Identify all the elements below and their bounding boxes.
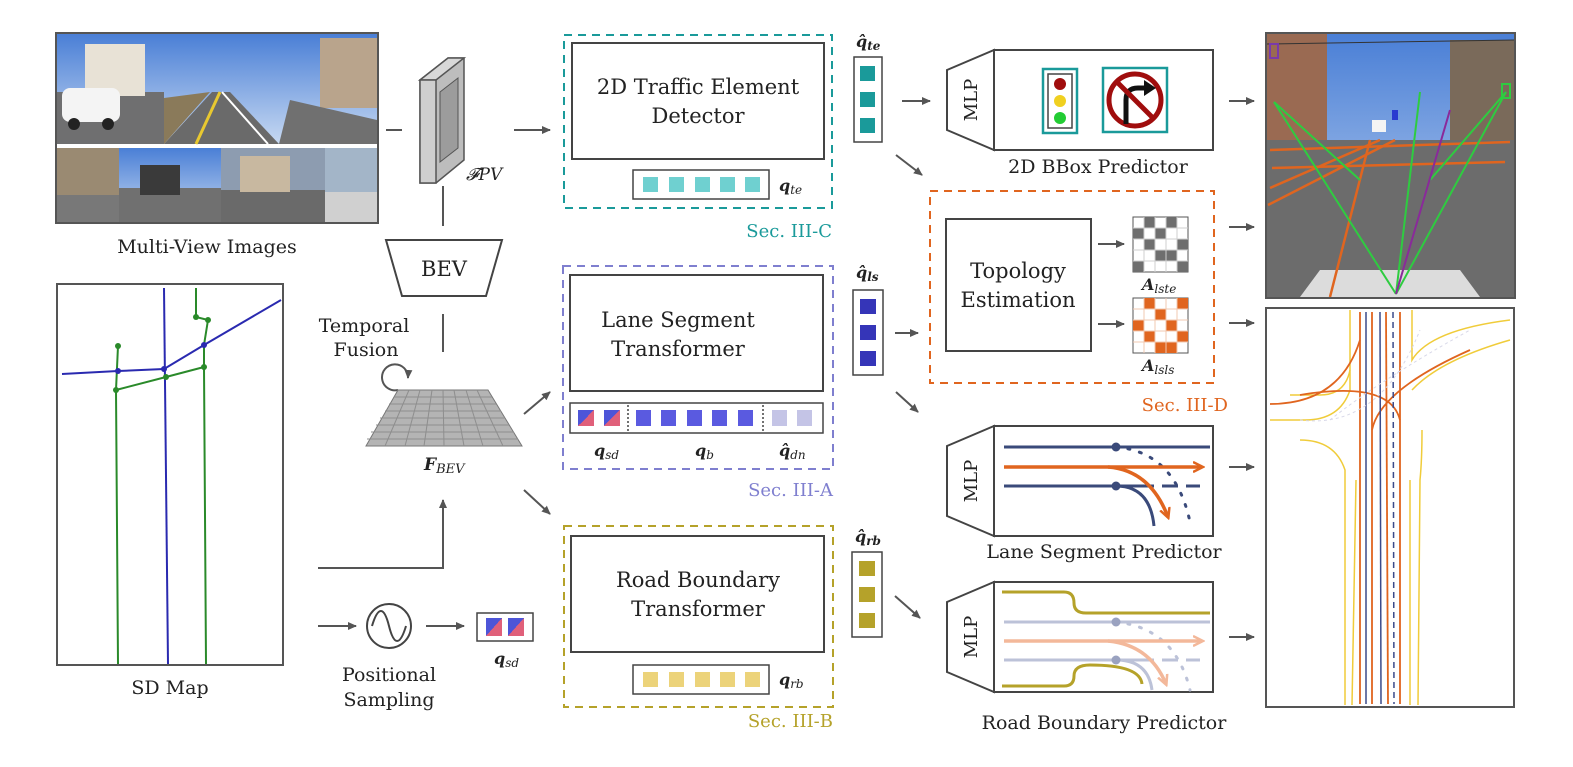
lane-predictor [946, 424, 1214, 538]
te-title-1: 2D Traffic Element [597, 75, 800, 99]
lsls-matrix [1132, 297, 1189, 354]
temporal-label-1: Temporal [319, 315, 410, 337]
no-right-turn-sign-icon [1101, 66, 1169, 134]
lste-matrix [1132, 216, 1189, 273]
topo-title-2: Estimation [960, 288, 1075, 312]
topo-title-1: Topology [970, 259, 1066, 283]
te-module [563, 34, 833, 209]
positional-label-2: Sampling [343, 689, 434, 711]
temporal-label-2: Fusion [334, 339, 399, 361]
ls-out-queries [852, 289, 884, 376]
camera-front-left [57, 34, 164, 144]
rb-out-label: q̂rb [855, 527, 881, 548]
bev-result-map [1265, 307, 1515, 708]
temporal-loop-arrow [381, 363, 413, 392]
rb-module [563, 525, 834, 708]
rb-section-label: Sec. III-B [748, 711, 833, 732]
te-query-label: qte [779, 176, 802, 197]
ls-qb-label: qb [695, 441, 714, 462]
ls-module [562, 265, 834, 470]
te-title-2: Detector [651, 104, 745, 128]
bev-grid [365, 389, 523, 447]
ls-qdn-label: q̂dn [779, 441, 806, 462]
qsd-label: qsd [494, 649, 519, 670]
bev-label: BEV [421, 257, 468, 281]
te-out-label: q̂te [856, 32, 881, 53]
rb-title-2: Transformer [631, 597, 766, 621]
topo-section-label: Sec. III-D [1142, 395, 1228, 416]
lane-mlp-label: MLP [961, 460, 982, 503]
bev-to-rb-arrow [523, 489, 551, 515]
rb-to-road-arrow [894, 595, 921, 619]
te-to-topo-arrow [895, 154, 923, 176]
te-out-queries [853, 56, 883, 143]
camera-back [119, 148, 221, 222]
rb-title-1: Road Boundary [616, 568, 780, 592]
bbox-predictor-label: 2D BBox Predictor [1008, 156, 1189, 178]
topo-module [929, 190, 1215, 384]
qsd-tokens [476, 612, 534, 642]
camera-front-right [279, 34, 377, 144]
bbox-mlp-label: MLP [961, 79, 982, 122]
camera-back-right [221, 148, 325, 222]
ls-section-label: Sec. III-A [748, 480, 834, 501]
lste-label: Alste [1140, 275, 1176, 296]
rb-out-queries [851, 551, 883, 638]
positional-label-1: Positional [342, 664, 436, 686]
ls-title-2: Transformer [611, 337, 746, 361]
traffic-light-icon [1041, 67, 1079, 135]
ls-title-1: Lane Segment [601, 308, 755, 332]
multiview-images [55, 32, 379, 224]
ls-out-label: q̂ls [856, 263, 879, 284]
sd-map [56, 283, 284, 666]
bev-to-ls-arrow [523, 391, 551, 415]
sdmap-label: SD Map [131, 677, 208, 699]
road-predictor [946, 580, 1214, 694]
sine-oscillator-icon [366, 603, 412, 649]
fpv-label: 𝓕PV [466, 165, 504, 185]
road-mlp-label: MLP [961, 616, 982, 659]
camera-side-right [325, 148, 377, 222]
road-predictor-label: Road Boundary Predictor [982, 712, 1228, 734]
bbox-predictor [946, 48, 1214, 152]
te-section-label: Sec. III-C [746, 221, 832, 242]
sdmap-to-bev-arrow [318, 499, 447, 569]
fpv-feature-block [417, 57, 467, 184]
camera-front [164, 34, 279, 145]
fbev-label: FBEV [423, 455, 466, 477]
ls-to-lane-arrow [895, 391, 919, 413]
bev-trapezoid [384, 239, 504, 297]
multiview-label: Multi-View Images [117, 236, 297, 258]
lane-predictor-label: Lane Segment Predictor [986, 541, 1222, 563]
rb-query-label: qrb [779, 670, 804, 691]
ls-qsd-label: qsd [594, 441, 619, 462]
lsls-label: Alsls [1140, 356, 1174, 377]
pv-result-image [1266, 34, 1515, 298]
camera-back-left [57, 148, 119, 222]
